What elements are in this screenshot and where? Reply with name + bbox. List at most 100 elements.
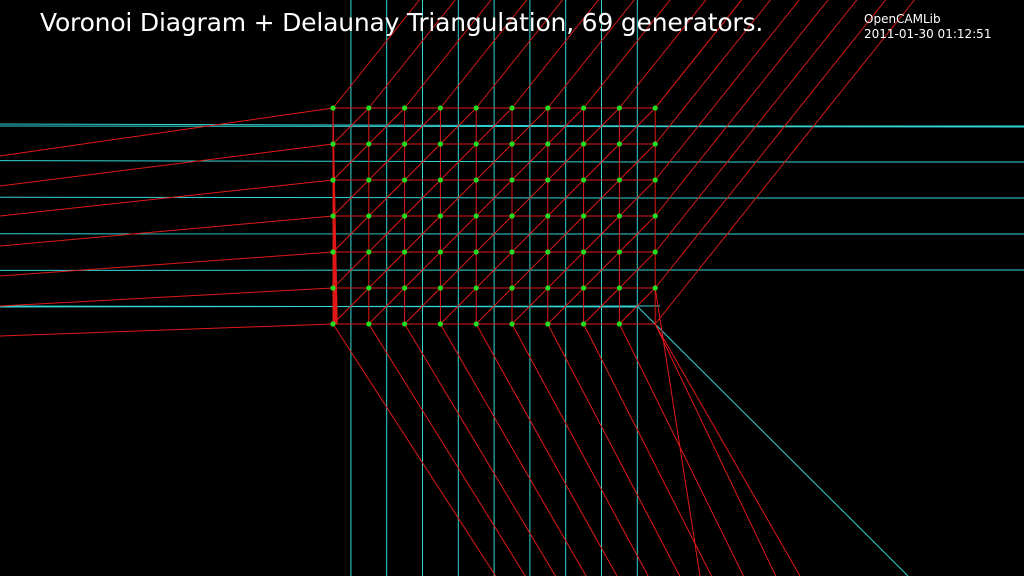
generator-point: [652, 105, 658, 111]
delaunay-edge: [654, 287, 701, 576]
generator-point: [366, 105, 372, 111]
delaunay-edge: [547, 215, 584, 253]
generator-point: [509, 177, 515, 183]
generator-point: [473, 321, 479, 327]
generator-point: [366, 177, 372, 183]
delaunay-edge: [583, 179, 620, 217]
generator-point: [545, 105, 551, 111]
delaunay-edge: [404, 215, 441, 253]
delaunay-edge: [618, 323, 744, 576]
generator-point: [616, 321, 623, 327]
delaunay-edge: [654, 323, 801, 576]
delaunay-edge: [439, 323, 587, 576]
generator-point: [402, 321, 408, 327]
delaunay-edge: [440, 251, 477, 289]
delaunay-edge: [583, 107, 620, 145]
generator-point: [437, 249, 443, 255]
generator-point: [581, 105, 587, 111]
generator-point: [437, 105, 443, 111]
generator-point: [616, 105, 623, 111]
generator-point: [581, 249, 587, 255]
generator-point: [545, 321, 551, 327]
generator-point: [366, 321, 372, 327]
generator-point: [330, 177, 336, 183]
generator-point: [437, 213, 443, 219]
delaunay-edge: [583, 143, 620, 181]
delaunay-edge: [440, 179, 477, 217]
generator-point: [473, 141, 479, 147]
generator-point: [616, 285, 623, 291]
delaunay-edge: [440, 287, 477, 325]
delaunay-edge: [440, 0, 528, 109]
generator-point: [581, 321, 587, 327]
library-name: OpenCAMLib: [864, 12, 941, 26]
delaunay-edge: [654, 0, 771, 145]
render-timestamp: 2011-01-30 01:12:51: [864, 27, 992, 41]
generator-point: [402, 105, 408, 111]
generator-point: [330, 105, 336, 111]
delaunay-edge: [619, 0, 707, 109]
generator-point: [509, 141, 515, 147]
generator-point: [402, 213, 408, 219]
delaunay-edge: [404, 107, 441, 145]
library-info: OpenCAMLib 2011-01-30 01:12:51: [864, 12, 991, 42]
delaunay-edge: [583, 323, 712, 576]
delaunay-edge: [619, 143, 656, 181]
delaunay-edge: [440, 143, 477, 181]
delaunay-edge: [619, 251, 656, 289]
delaunay-edge: [368, 287, 405, 325]
delaunay-edge: [654, 0, 915, 325]
generator-point: [509, 321, 515, 327]
generator-point: [616, 249, 623, 255]
generator-point: [330, 249, 336, 255]
delaunay-edge: [619, 179, 656, 217]
delaunay-edge: [440, 107, 477, 145]
generator-point: [545, 249, 551, 255]
delaunay-edge: [619, 287, 656, 325]
delaunay-edge: [654, 0, 858, 253]
generator-point: [616, 177, 623, 183]
generator-point: [330, 141, 336, 147]
generator-point: [366, 213, 372, 219]
delaunay-edge: [475, 287, 513, 325]
generator-point: [366, 285, 372, 291]
generator-point: [509, 249, 515, 255]
delaunay-edge: [511, 0, 599, 109]
delaunay-edge: [654, 0, 886, 289]
delaunay-edge: [547, 179, 584, 217]
delaunay-edge: [475, 179, 513, 217]
generator-point: [402, 249, 408, 255]
delaunay-edge: [654, 0, 742, 109]
delaunay-edge: [547, 323, 681, 576]
delaunay-edge: [511, 179, 549, 217]
voronoi-edge: [0, 160, 661, 163]
delaunay-edge: [475, 323, 618, 576]
delaunay-edge: [547, 251, 584, 289]
delaunay-edge: [547, 287, 584, 325]
delaunay-edge: [654, 323, 777, 576]
delaunay-edge: [511, 251, 549, 289]
generator-point: [545, 213, 551, 219]
generator-point: [330, 213, 336, 219]
delaunay-edge: [583, 251, 620, 289]
delaunay-edge: [547, 107, 584, 145]
delaunay-edge: [475, 251, 513, 289]
generator-point: [581, 177, 587, 183]
generator-point: [402, 285, 408, 291]
delaunay-edge: [619, 107, 656, 145]
voronoi-edge: [0, 196, 661, 199]
delaunay-edge: [332, 251, 370, 289]
delaunay-edge: [0, 107, 334, 157]
delaunay-edge: [0, 179, 334, 217]
delaunay-edge: [332, 215, 370, 253]
voronoi-edge: [637, 306, 909, 576]
generator-point: [473, 177, 479, 183]
delaunay-edge: [404, 251, 441, 289]
delaunay-edge: [332, 287, 370, 325]
generator-point: [402, 177, 408, 183]
delaunay-edge: [475, 215, 513, 253]
delaunay-edge: [511, 107, 549, 145]
delaunay-edge: [404, 143, 441, 181]
delaunay-edge: [0, 251, 334, 277]
